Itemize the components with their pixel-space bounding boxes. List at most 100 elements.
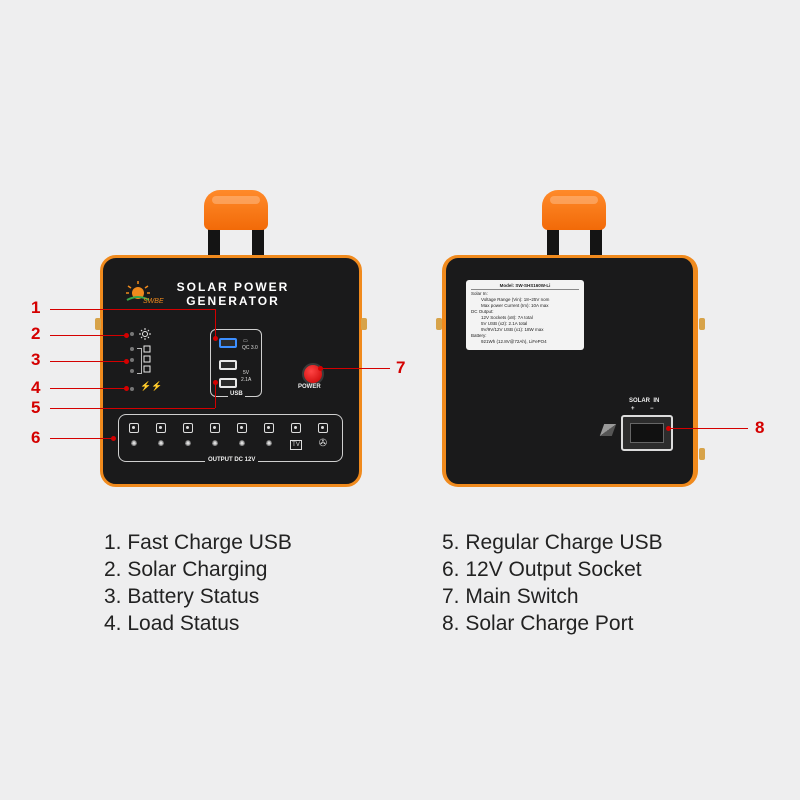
back-panel: Model: SW-SHS160W-Li Solar In: Voltage R… xyxy=(436,255,705,487)
screw-right xyxy=(361,318,367,330)
solar-charge-port[interactable] xyxy=(621,415,673,451)
screw-right xyxy=(699,318,705,330)
socket-2[interactable] xyxy=(156,423,166,433)
socket-5[interactable] xyxy=(237,423,247,433)
regular-usb-port-1[interactable] xyxy=(219,360,237,370)
solar-in-label: SOLAR IN xyxy=(629,398,660,404)
battery-bracket xyxy=(137,348,142,374)
socket-1[interactable] xyxy=(129,423,139,433)
fast-charge-usb-port[interactable] xyxy=(219,338,237,348)
bulb-icon: ✺ xyxy=(211,439,219,448)
legend-item-1: 1. Fast Charge USB xyxy=(104,531,292,554)
power-label: POWER xyxy=(298,384,321,390)
tv-icon: TV xyxy=(290,440,302,450)
spec-dc-line2: 5V USB (x2): 2.1A total xyxy=(481,321,528,326)
spec-dc-title: DC Output: xyxy=(471,309,494,314)
callout-2-line xyxy=(50,335,125,336)
load-icon: ⚡⚡ xyxy=(140,381,163,391)
front-panel: SWBE SOLAR POWER GENERATOR ⚡⚡ ▭ QC 3.0 5… xyxy=(95,255,367,487)
output-label: OUTPUT DC 12V xyxy=(205,457,259,463)
spec-solar-line1: Voltage Range (Vin): 18~25V nom xyxy=(481,297,550,302)
bulb-icon: ✺ xyxy=(238,439,246,448)
battery-icon xyxy=(143,345,151,373)
legend-item-7: 7. Main Switch xyxy=(442,585,579,608)
load-led xyxy=(130,387,134,391)
callout-8-dot xyxy=(666,426,671,431)
qc-battery-icon: ▭ xyxy=(243,338,248,344)
socket-4[interactable] xyxy=(210,423,220,433)
bulb-icon: ✺ xyxy=(184,439,192,448)
battery-led-2 xyxy=(130,358,134,362)
callout-4: 4 xyxy=(31,378,41,397)
spec-label: Model: SW-SHS160W-Li Solar In: Voltage R… xyxy=(466,280,584,350)
solar-minus-label: − xyxy=(650,406,654,412)
callout-5-connector xyxy=(215,382,216,408)
spec-battery-title: Battery: xyxy=(471,333,487,338)
socket-8[interactable] xyxy=(318,423,328,433)
callout-8: 8 xyxy=(755,418,765,437)
screw-right-lower xyxy=(699,448,705,460)
callout-4-line xyxy=(50,388,125,389)
socket-3[interactable] xyxy=(183,423,193,433)
callout-4-dot xyxy=(124,386,129,391)
fan-icon: ✇ xyxy=(318,438,328,449)
back-handle[interactable] xyxy=(542,190,606,230)
legend-item-5: 5. Regular Charge USB xyxy=(442,531,663,554)
callout-3-dot xyxy=(124,359,129,364)
callout-6-dot xyxy=(111,436,116,441)
spec-dc-line1: 12V Sockets (x8): 7A total xyxy=(481,315,533,320)
callout-3-line xyxy=(50,361,125,362)
bulb-icon: ✺ xyxy=(157,439,165,448)
spec-solar-line2: Max power Current (Im): 10A max xyxy=(481,303,549,308)
regular-usb-port-2[interactable] xyxy=(219,378,237,388)
warning-mark-icon xyxy=(599,424,617,436)
legend-item-8: 8. Solar Charge Port xyxy=(442,612,634,635)
callout-6: 6 xyxy=(31,428,41,447)
callout-7: 7 xyxy=(396,358,406,377)
legend-item-6: 6. 12V Output Socket xyxy=(442,558,642,581)
callout-1-connector xyxy=(215,309,216,337)
output-box: ✺ ✺ ✺ ✺ ✺ ✺ TV ✇ xyxy=(118,414,343,462)
legend-item-3: 3. Battery Status xyxy=(104,585,260,608)
front-title-line2: GENERATOR xyxy=(186,294,280,308)
callout-6-line xyxy=(50,438,112,439)
solar-plus-label: + xyxy=(631,406,635,412)
callout-7-dot xyxy=(318,366,323,371)
socket-7[interactable] xyxy=(291,423,301,433)
spec-dc-line3: 9V/9V/12V USB (x1): 18W max xyxy=(481,327,544,332)
callout-7-line xyxy=(320,368,390,369)
callout-5-dot xyxy=(213,380,218,385)
qc-label: QC 3.0 xyxy=(242,345,258,351)
spec-model: Model: SW-SHS160W-Li xyxy=(471,283,579,290)
sun-icon xyxy=(139,328,151,340)
back-device: Model: SW-SHS160W-Li Solar In: Voltage R… xyxy=(400,0,800,500)
solar-led xyxy=(130,332,134,336)
bulb-icon: ✺ xyxy=(130,439,138,448)
spec-battery-line1: 921Wh (12.8V@72Ah), LiFePO4 xyxy=(481,339,547,344)
callout-1-line xyxy=(50,309,215,310)
usb-rating-line1: 5V xyxy=(243,370,250,376)
logo-sun-icon xyxy=(126,281,150,301)
screw-left xyxy=(436,318,442,330)
spec-solar-title: Solar In: xyxy=(471,291,488,296)
screw-left xyxy=(95,318,101,330)
front-device: SWBE SOLAR POWER GENERATOR ⚡⚡ ▭ QC 3.0 5… xyxy=(0,0,400,500)
battery-led-1 xyxy=(130,347,134,351)
legend-item-4: 4. Load Status xyxy=(104,612,240,635)
usb-label: USB xyxy=(228,391,245,397)
callout-2-dot xyxy=(124,333,129,338)
front-handle[interactable] xyxy=(204,190,268,230)
battery-led-3 xyxy=(130,369,134,373)
socket-6[interactable] xyxy=(264,423,274,433)
callout-3: 3 xyxy=(31,350,41,369)
callout-1: 1 xyxy=(31,298,41,317)
callout-5-line xyxy=(50,408,215,409)
legend-item-2: 2. Solar Charging xyxy=(104,558,268,581)
callout-2: 2 xyxy=(31,324,41,343)
callout-8-line xyxy=(668,428,748,429)
callout-1-dot xyxy=(213,336,218,341)
usb-rating-line2: 2.1A xyxy=(241,377,252,383)
bulb-icon: ✺ xyxy=(265,439,273,448)
logo-text: SWBE xyxy=(143,298,164,305)
front-title-line1: SOLAR POWER xyxy=(176,280,290,294)
